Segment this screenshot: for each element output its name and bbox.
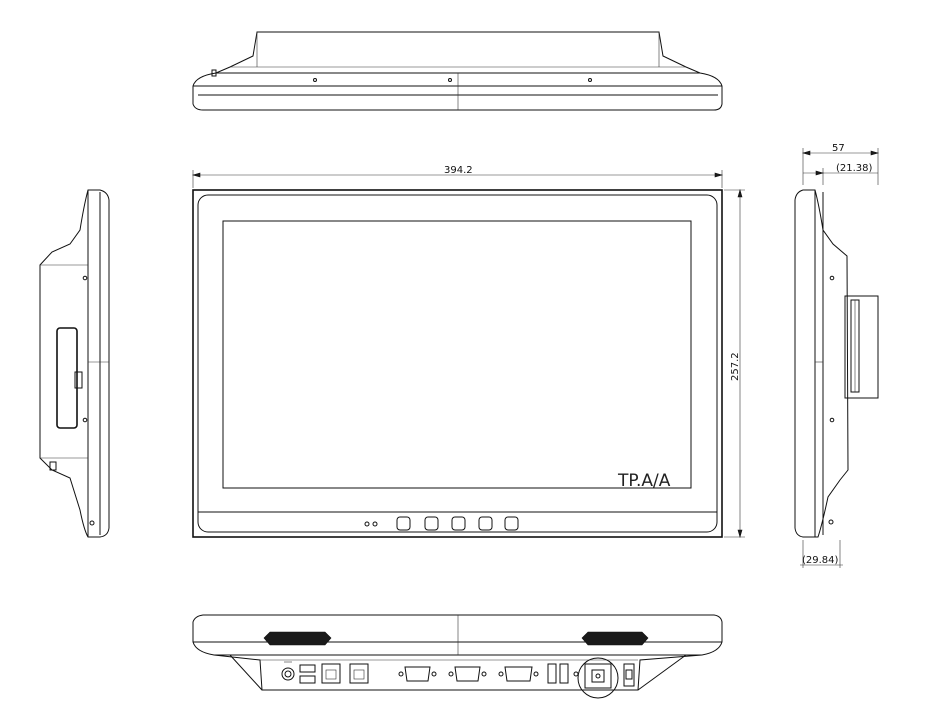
right-side-view: 57 (21.38) (29.84) [794, 143, 880, 568]
lan-port [349, 663, 369, 684]
bottom-offset-dimension: (29.84) [800, 540, 843, 568]
com-port [454, 666, 481, 682]
depth-label: 57 [832, 143, 845, 154]
left-side-view [39, 189, 110, 538]
indicator-led [364, 521, 370, 527]
com-port [504, 666, 533, 682]
front-key[interactable] [504, 516, 519, 531]
vent-grille [263, 631, 332, 646]
usb-port [299, 675, 316, 684]
width-dimension: 394.2 [191, 165, 724, 188]
height-dimension: 257.2 [724, 188, 745, 539]
height-label: 257.2 [730, 352, 741, 381]
bottom-offset-label: (29.84) [802, 555, 839, 566]
usb-port [559, 663, 569, 684]
indicator-led [372, 521, 378, 527]
terminal-block [584, 663, 612, 689]
lan-port [321, 663, 341, 684]
front-view: TP.A/A 394.2 257.2 [191, 165, 745, 539]
width-label: 394.2 [444, 165, 473, 176]
screen-area [222, 220, 692, 489]
detail-circle [577, 657, 619, 699]
bottom-view [192, 614, 723, 699]
power-switch [623, 663, 635, 687]
power-jack [281, 667, 295, 681]
front-key[interactable] [396, 516, 411, 531]
com-port [404, 666, 431, 682]
vent-grille [581, 631, 649, 646]
depth-partial-label: (21.38) [836, 163, 873, 174]
screen-logo: TP.A/A [617, 471, 671, 491]
front-key[interactable] [451, 516, 466, 531]
front-key[interactable] [478, 516, 493, 531]
depth-dimension: 57 (21.38) [801, 143, 880, 185]
front-key[interactable] [424, 516, 439, 531]
top-view [192, 31, 723, 111]
usb-port [299, 664, 316, 673]
usb-port [547, 663, 557, 684]
